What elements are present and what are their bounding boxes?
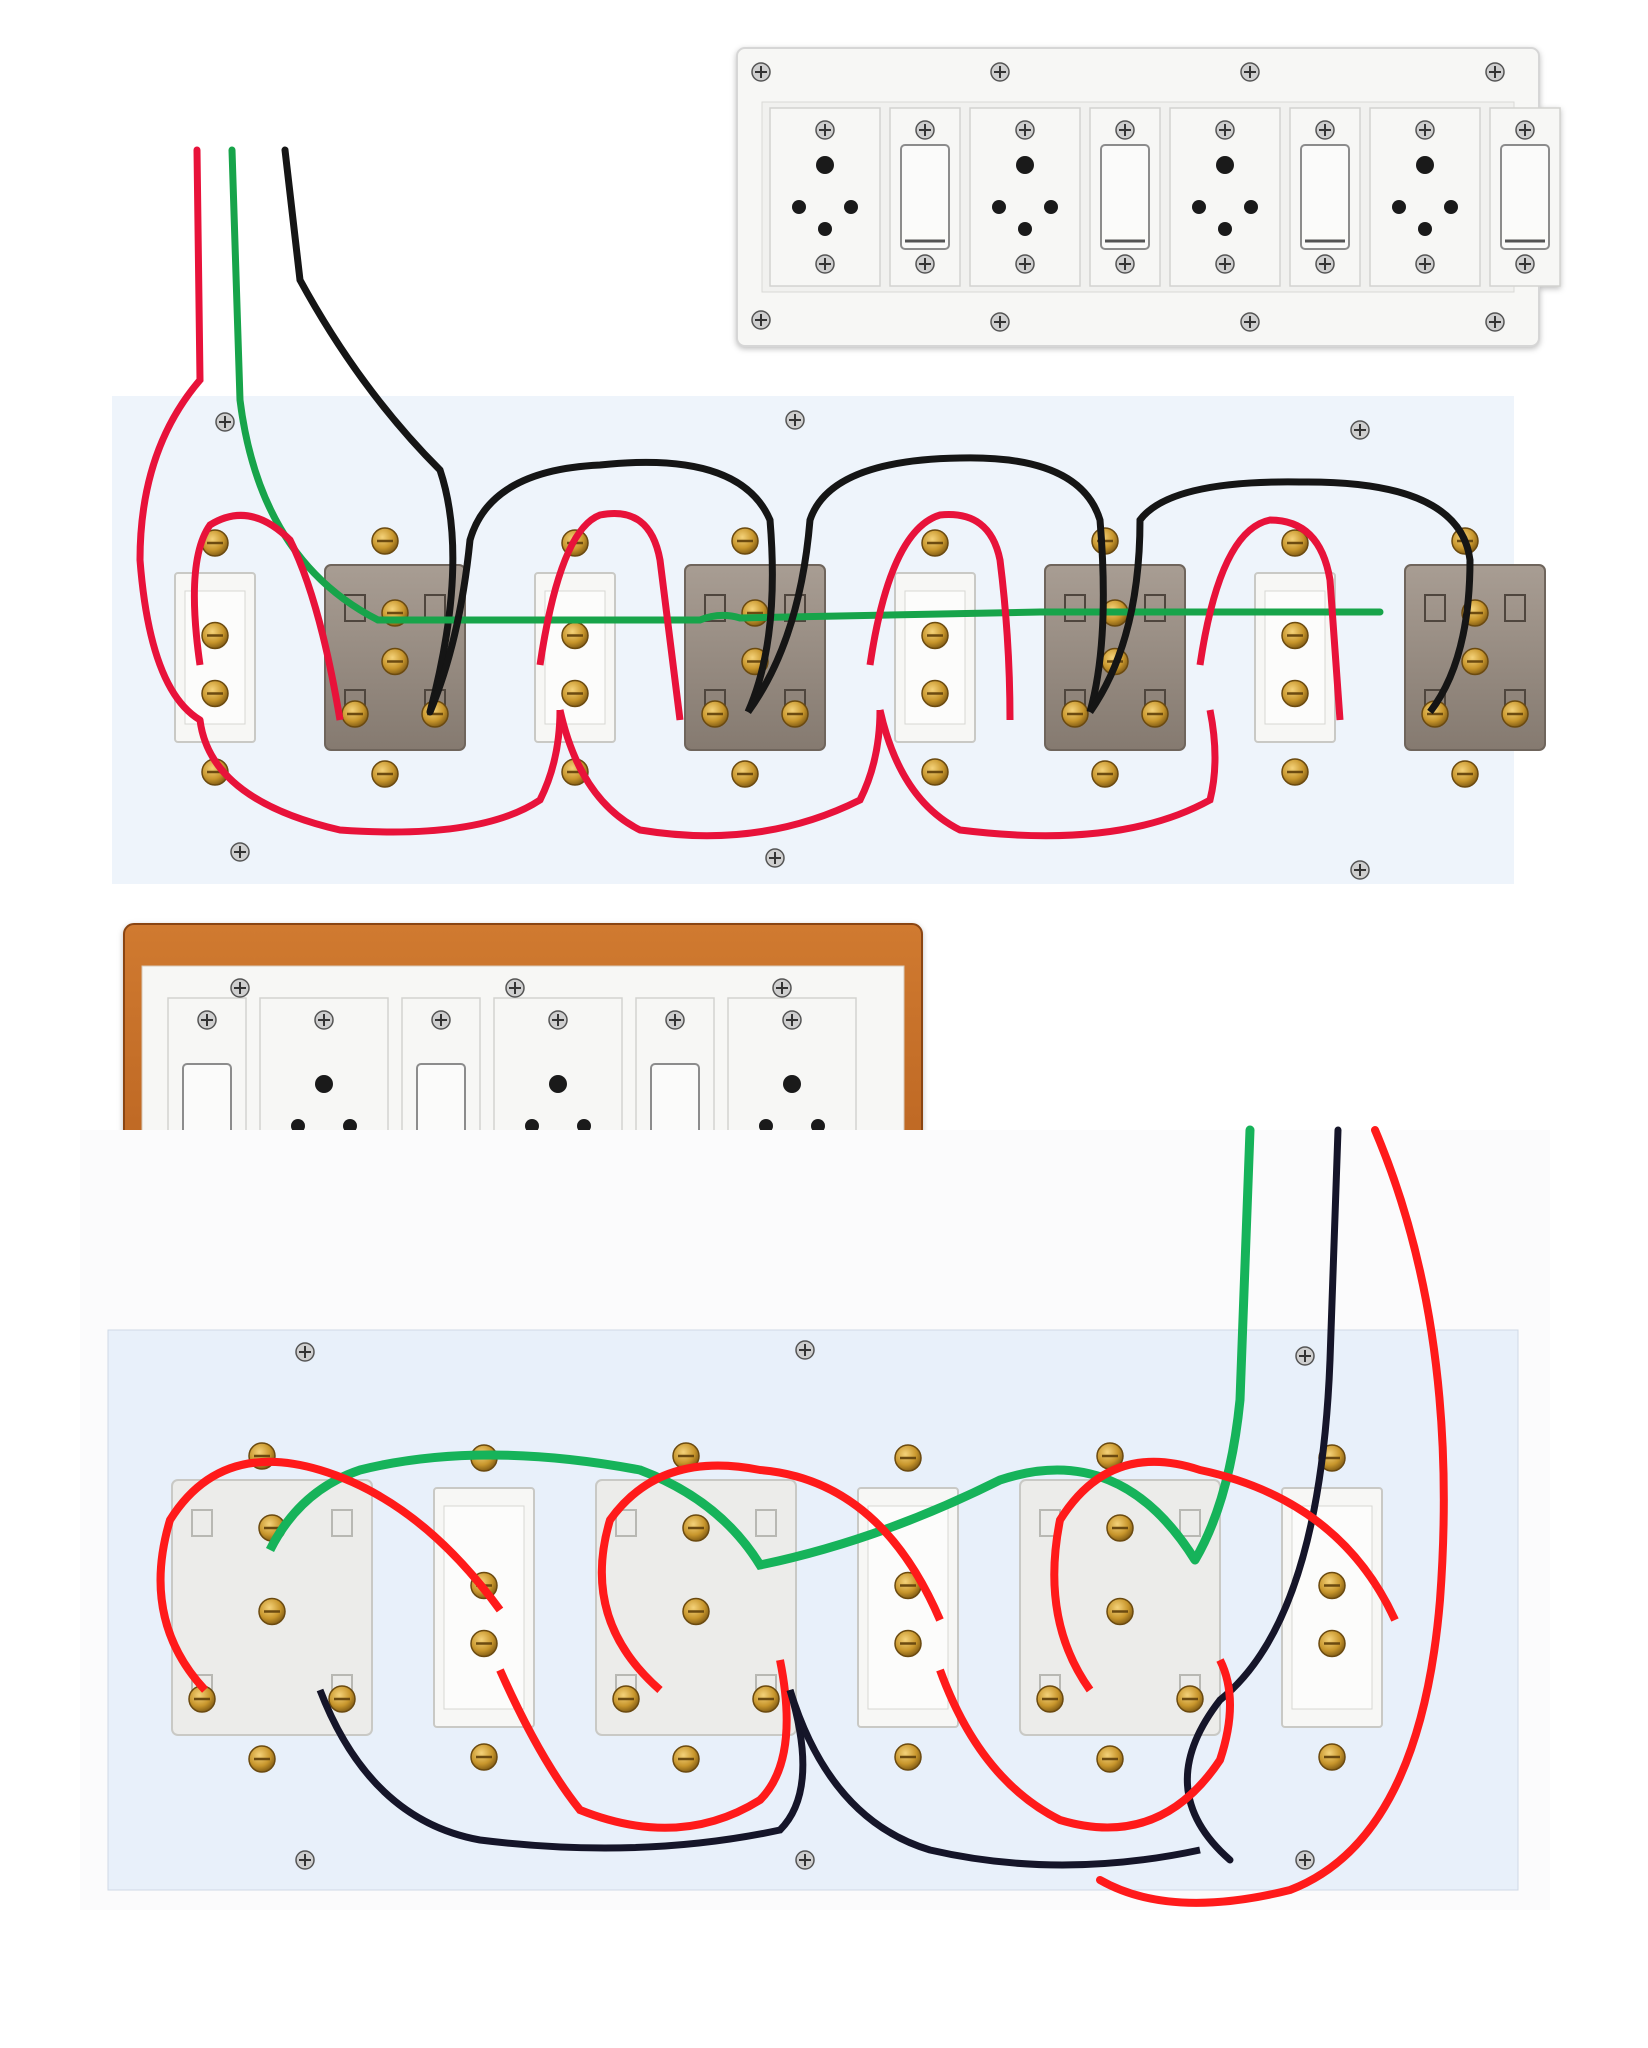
- switch-back-module: [534, 528, 616, 787]
- switch-module: [1489, 107, 1561, 287]
- rocker-switch-icon[interactable]: [1100, 144, 1150, 250]
- rocker-switch-icon[interactable]: [1300, 144, 1350, 250]
- switch-back-module: [1281, 1443, 1383, 1772]
- switch-module: [1089, 107, 1161, 287]
- switch-module: [889, 107, 961, 287]
- rocker-switch-icon[interactable]: [1500, 144, 1550, 250]
- top-switch-board: [736, 47, 1561, 347]
- socket-back-module: [171, 1441, 373, 1774]
- socket-module: [1169, 107, 1281, 287]
- socket-module: [969, 107, 1081, 287]
- socket-back-module: [1019, 1441, 1221, 1774]
- socket-back-module: [595, 1441, 797, 1774]
- top-wiring-board: [112, 146, 1546, 884]
- rocker-switch-icon[interactable]: [900, 144, 950, 250]
- socket-module: [1369, 107, 1481, 287]
- switch-back-module: [433, 1443, 535, 1772]
- socket-back-module: [684, 526, 826, 789]
- switch-module: [1289, 107, 1361, 287]
- socket-module: [769, 107, 881, 287]
- bottom-wiring-board: [80, 1125, 1550, 1910]
- socket-back-module: [1404, 526, 1546, 789]
- switch-back-module: [857, 1443, 959, 1772]
